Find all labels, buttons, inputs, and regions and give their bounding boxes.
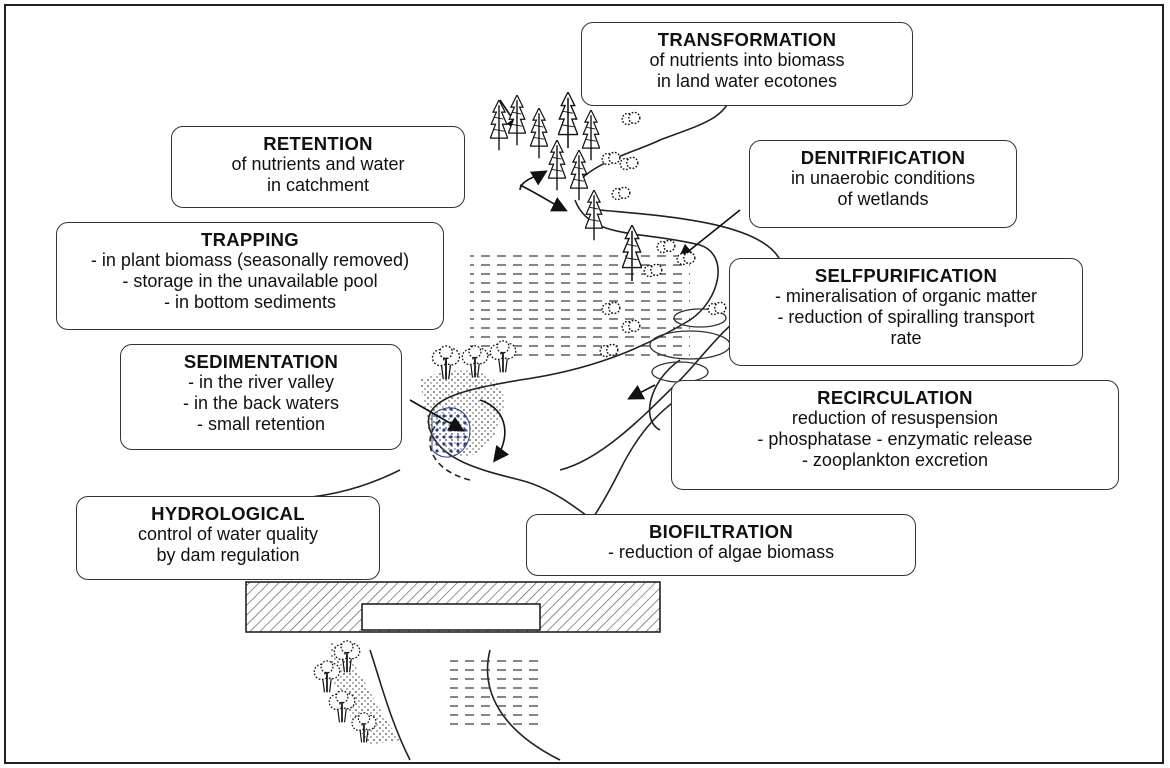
retention-line: in catchment xyxy=(266,175,370,195)
denitrification-box: DENITRIFICATION in unaerobic conditions … xyxy=(749,140,1017,228)
denitrification-line: of wetlands xyxy=(837,189,929,209)
conifer-tree-icon xyxy=(558,92,578,149)
recirculation-title: RECIRCULATION xyxy=(817,387,973,408)
recirculation-box: RECIRCULATION reduction of resuspension … xyxy=(671,380,1119,490)
arrow-icon xyxy=(479,399,510,463)
selfpurification-line: - mineralisation of organic matter xyxy=(774,286,1038,306)
biofiltration-box: BIOFILTRATION - reduction of algae bioma… xyxy=(526,514,916,576)
shrub-icon xyxy=(611,186,631,201)
transformation-title: TRANSFORMATION xyxy=(657,29,837,50)
conifer-tree-icon xyxy=(548,140,566,191)
hydrological-box: HYDROLOGICAL control of water quality by… xyxy=(76,496,380,580)
sedimentation-line: - in the river valley xyxy=(187,372,335,392)
trapping-line: - storage in the unavailable pool xyxy=(122,271,378,291)
transformation-line: of nutrients into biomass xyxy=(649,50,845,70)
retention-line: of nutrients and water xyxy=(231,154,405,174)
deciduous-tree-icon xyxy=(489,340,517,374)
arrow-icon xyxy=(409,399,465,432)
retention-box: RETENTION of nutrients and water in catc… xyxy=(171,126,465,208)
sedimentation-title: SEDIMENTATION xyxy=(183,351,339,372)
diagram-frame xyxy=(4,4,1164,764)
selfpurification-line: - reduction of spiralling transport xyxy=(777,307,1035,327)
trapping-line: - in plant biomass (seasonally removed) xyxy=(90,250,410,270)
biofiltration-line: - reduction of algae biomass xyxy=(607,542,835,562)
sedimentation-line: - small retention xyxy=(196,414,326,434)
trapping-box: TRAPPING - in plant biomass (seasonally … xyxy=(56,222,444,330)
selfpurification-title: SELFPURIFICATION xyxy=(814,265,998,286)
arrow-icon xyxy=(519,184,568,212)
process-arrows xyxy=(409,99,741,463)
deciduous-tree-icon xyxy=(313,660,341,694)
shrub-icon xyxy=(621,111,641,126)
retention-title: RETENTION xyxy=(263,133,373,154)
shrub-icon xyxy=(601,151,621,166)
wetland-area-south xyxy=(450,660,540,730)
denitrification-line: in unaerobic conditions xyxy=(790,168,976,188)
recirculation-line: - phosphatase - enzymatic release xyxy=(757,429,1033,449)
sedimentation-line: - in the back waters xyxy=(182,393,340,413)
sedimentation-box: SEDIMENTATION - in the river valley - in… xyxy=(120,344,402,450)
biofiltration-title: BIOFILTRATION xyxy=(649,521,793,542)
selfpurification-box: SELFPURIFICATION - mineralisation of org… xyxy=(729,258,1083,366)
conifer-tree-icon xyxy=(585,190,603,241)
arrow-icon xyxy=(627,384,656,400)
selfpurification-line: rate xyxy=(890,328,922,348)
deciduous-tree-icon xyxy=(328,690,356,724)
trapping-line: - in bottom sediments xyxy=(163,292,337,312)
recirculation-line: - zooplankton excretion xyxy=(801,450,989,470)
conifer-tree-icon xyxy=(582,110,600,161)
shrub-icon xyxy=(619,156,639,171)
shrub-icon xyxy=(707,301,727,316)
arrow-icon xyxy=(519,170,548,191)
hydrological-line: by dam regulation xyxy=(156,545,300,565)
conifer-tree-icon xyxy=(530,108,548,159)
arrow-icon xyxy=(677,209,741,260)
conifer-tree-icon xyxy=(508,95,526,146)
recirculation-line: reduction of resuspension xyxy=(791,408,999,428)
transformation-line: in land water ecotones xyxy=(656,71,838,91)
trapping-title: TRAPPING xyxy=(201,229,299,250)
denitrification-title: DENITRIFICATION xyxy=(800,147,966,168)
dam-icon xyxy=(245,581,661,633)
hydrological-line: control of water quality xyxy=(137,524,319,544)
transformation-box: TRANSFORMATION of nutrients into biomass… xyxy=(581,22,913,106)
hydrological-title: HYDROLOGICAL xyxy=(151,503,305,524)
